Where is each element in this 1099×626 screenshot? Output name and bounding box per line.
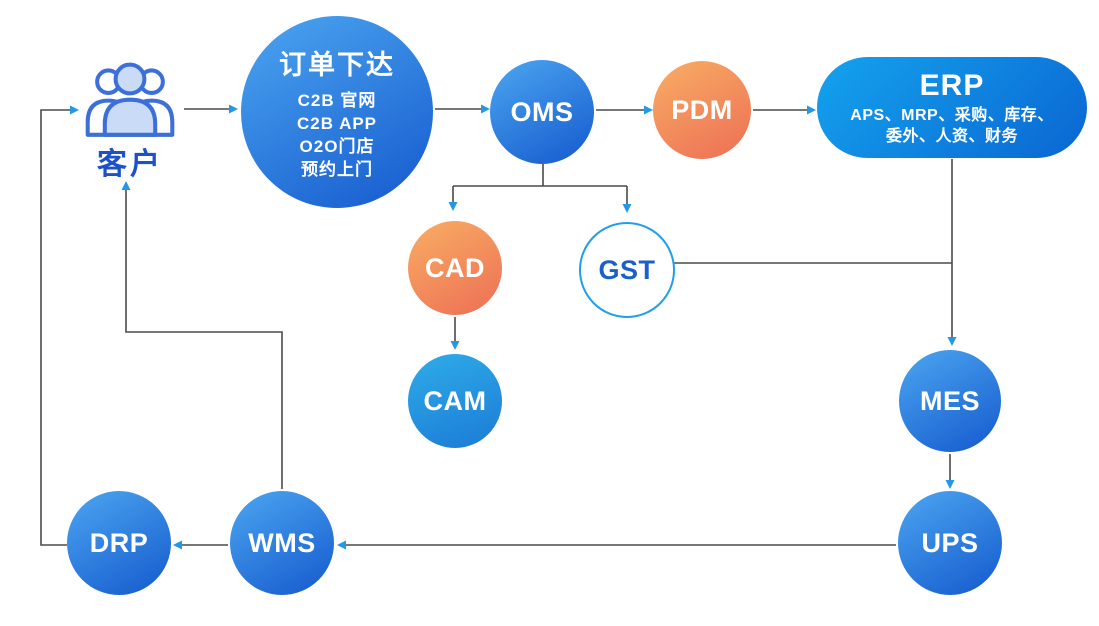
order-channel: O2O门店: [299, 137, 375, 156]
edge-drp-to-customer: [40, 109, 70, 546]
node-mes: MES: [899, 350, 1001, 452]
arrowhead-into-wms: [337, 540, 346, 550]
node-erp-modules: APS、MRP、采购、库存、: [850, 106, 1054, 124]
arrowhead-into-erp: [807, 105, 816, 115]
arrowhead-into-oms: [481, 104, 490, 114]
node-pdm: PDM: [653, 61, 751, 159]
arrowhead-into-customer-bottom: [121, 181, 131, 190]
arrowhead-into-ups: [945, 480, 955, 489]
arrowhead-into-cam: [450, 341, 460, 350]
arrowhead-into-cad: [448, 202, 458, 211]
arrowhead-into-customer-left: [70, 105, 79, 115]
arrowhead-into-pdm: [644, 105, 653, 115]
arrowhead-into-order: [229, 104, 238, 114]
order-entry-title: 订单下达: [279, 50, 395, 80]
node-erp-title: ERP: [919, 68, 985, 102]
node-cad: CAD: [408, 221, 502, 315]
customer-node: 客户: [83, 56, 177, 183]
node-gst-label: GST: [598, 254, 656, 285]
order-channel: C2B APP: [296, 114, 378, 133]
arrowhead-into-gst: [622, 204, 632, 213]
arrowhead-into-mes: [947, 337, 957, 346]
edge-wms-to-customer: [125, 190, 283, 489]
node-ups: UPS: [898, 491, 1002, 595]
order-channel: 预约上门: [301, 160, 373, 179]
order-channel: C2B 官网: [297, 91, 377, 110]
node-gst: GST: [579, 222, 675, 318]
node-oms: OMS: [490, 60, 594, 164]
node-ups-label: UPS: [921, 527, 979, 558]
node-wms: WMS: [230, 491, 334, 595]
node-oms-label: OMS: [510, 96, 574, 127]
node-pdm-label: PDM: [671, 94, 733, 125]
node-drp-label: DRP: [89, 527, 149, 558]
node-cam: CAM: [408, 354, 502, 448]
node-drp: DRP: [67, 491, 171, 595]
customers-group-icon: [85, 62, 175, 137]
node-wms-label: WMS: [248, 527, 316, 558]
node-order-entry: 订单下达 C2B 官网 C2B APP O2O门店 预约上门: [241, 16, 433, 208]
node-erp-modules: 委外、人资、财务: [885, 127, 1018, 145]
edge-oms-branch: [452, 164, 628, 204]
node-mes-label: MES: [919, 385, 980, 416]
customer-label: 客户: [97, 148, 163, 181]
node-erp: ERP APS、MRP、采购、库存、 委外、人资、财务: [817, 57, 1087, 158]
arrowhead-into-drp: [173, 540, 182, 550]
node-cad-label: CAD: [425, 252, 485, 283]
node-cam-label: CAM: [423, 385, 487, 416]
